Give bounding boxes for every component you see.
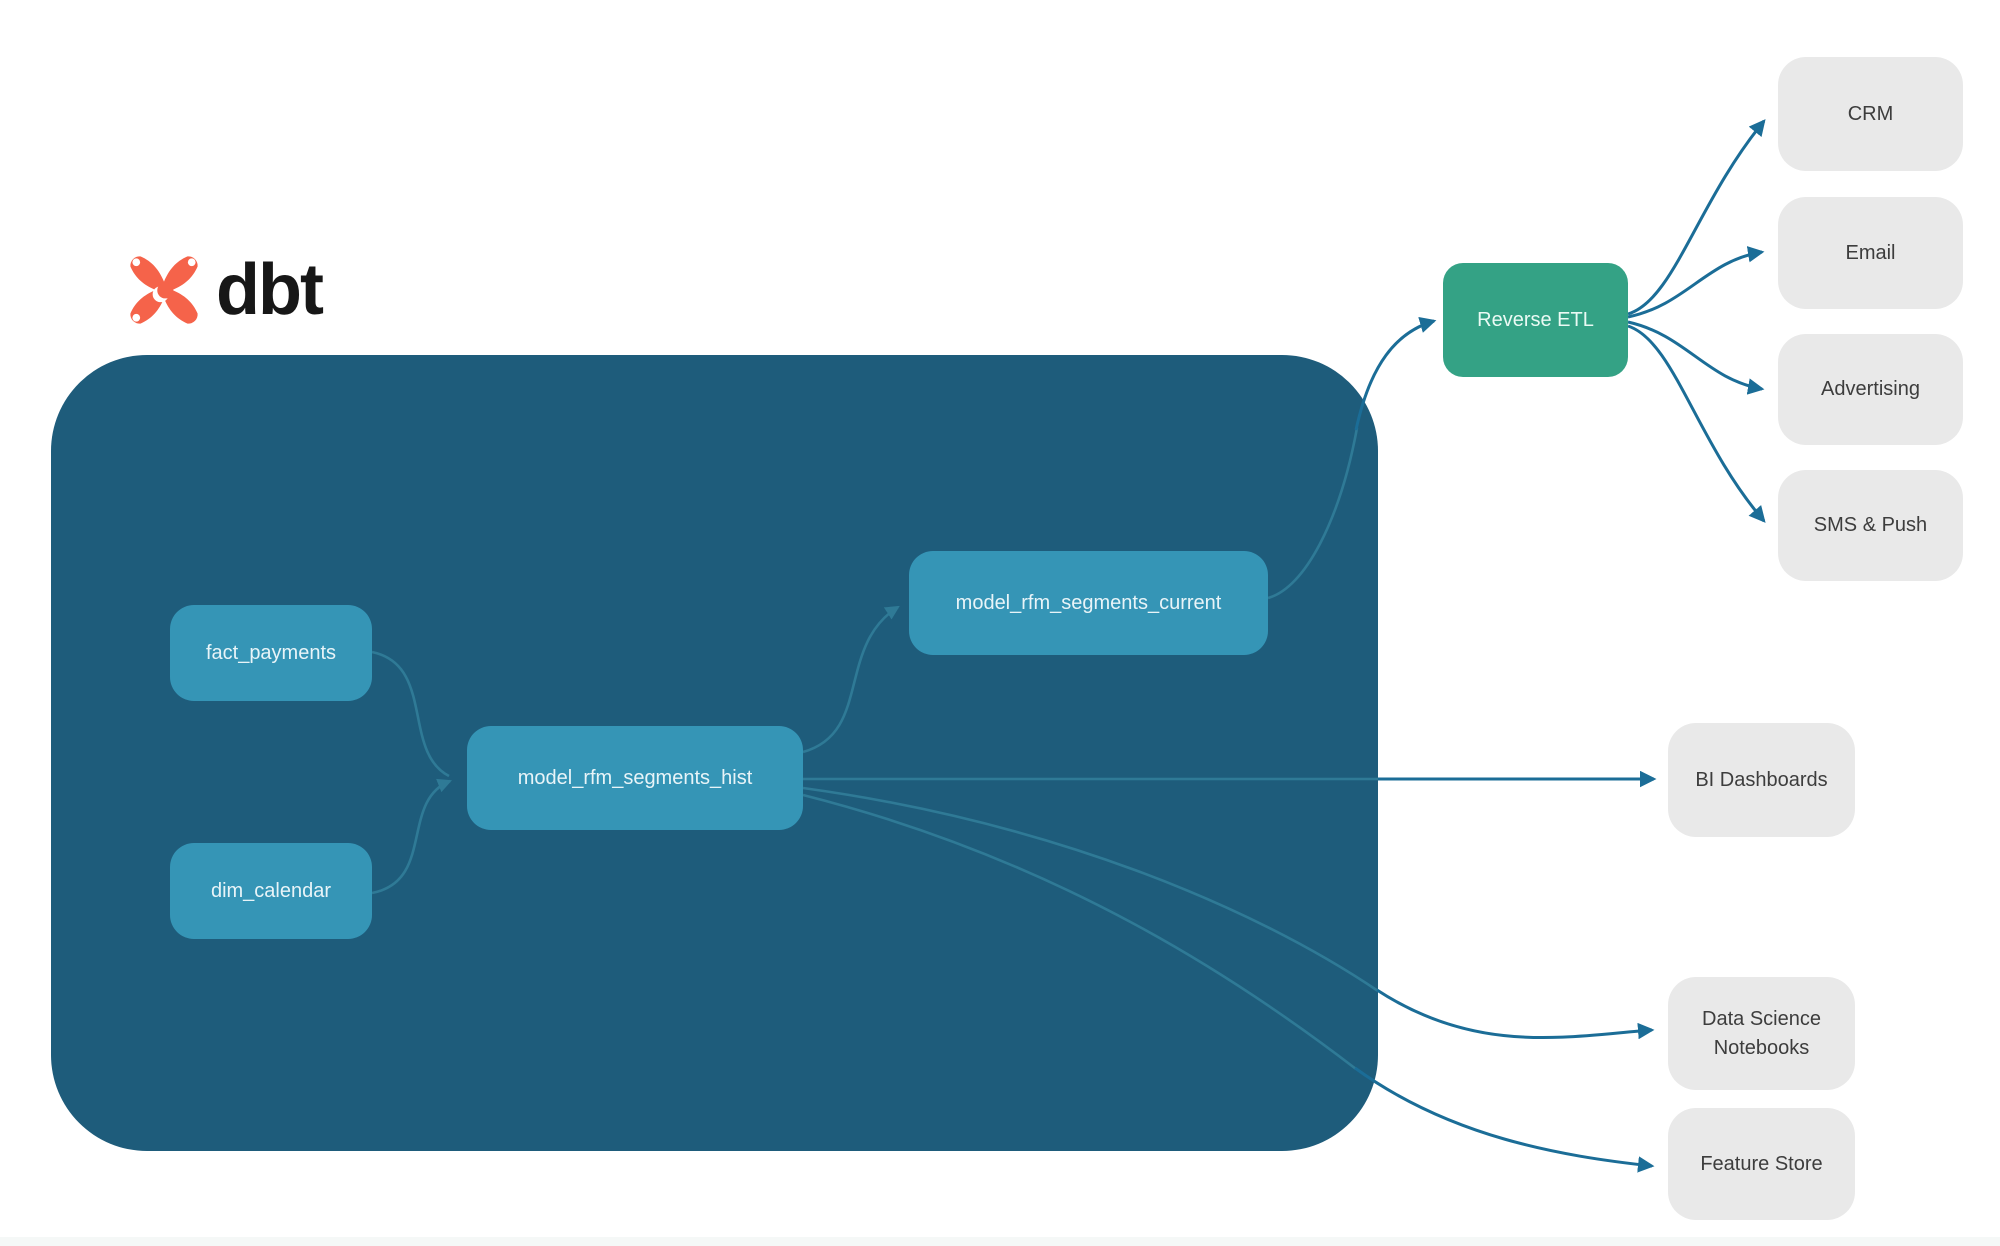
dbt-logo: dbt xyxy=(122,248,324,332)
node-feature-store-label: Feature Store xyxy=(1700,1152,1823,1175)
node-sms-push: SMS & Push xyxy=(1778,470,1963,581)
node-model-rfm-segments-hist-label: model_rfm_segments_hist xyxy=(517,766,753,789)
edge-reverse-etl-to-sms-push xyxy=(1627,324,1766,523)
edge-reverse-etl-to-email xyxy=(1627,246,1765,319)
node-email-label: Email xyxy=(1845,241,1896,264)
bottom-edge-strip xyxy=(0,1237,2000,1246)
node-data-science-notebooks: Data Science Notebooks xyxy=(1668,977,1855,1090)
dbt-wordmark: dbt xyxy=(216,250,324,330)
node-reverse-etl: Reverse ETL xyxy=(1443,263,1628,377)
edge-hist-to-fs-outside xyxy=(1354,1066,1655,1173)
node-fact-payments-label: fact_payments xyxy=(205,641,337,664)
node-model-rfm-segments-current: model_rfm_segments_current xyxy=(909,551,1268,655)
dbt-logo-icon xyxy=(130,256,198,324)
node-model-rfm-segments-current-label: model_rfm_segments_current xyxy=(955,591,1222,614)
node-sms-push-label: SMS & Push xyxy=(1813,514,1928,536)
edge-reverse-etl-to-crm xyxy=(1627,119,1766,316)
node-reverse-etl-label: Reverse ETL xyxy=(1477,308,1594,331)
node-dim-calendar: dim_calendar xyxy=(170,843,372,939)
node-dim-calendar-label: dim_calendar xyxy=(210,879,332,902)
node-crm-label: CRM xyxy=(1847,102,1894,125)
node-model-rfm-segments-hist: model_rfm_segments_hist xyxy=(467,726,803,830)
node-data-science-notebooks-label: Data Science Notebooks xyxy=(1702,1007,1821,1059)
node-bi-dashboards: BI Dashboards xyxy=(1668,723,1855,837)
edge-reverse-etl-to-advertising xyxy=(1627,320,1765,395)
node-bi-dashboards-label: BI Dashboards xyxy=(1695,768,1828,791)
node-advertising: Advertising xyxy=(1778,334,1963,445)
node-feature-store: Feature Store xyxy=(1668,1108,1855,1220)
node-fact-payments: fact_payments xyxy=(170,605,372,701)
node-email: Email xyxy=(1778,197,1963,309)
node-advertising-label: Advertising xyxy=(1821,378,1920,400)
edge-hist-to-dsn-outside xyxy=(1376,988,1655,1040)
node-crm: CRM xyxy=(1778,57,1963,171)
